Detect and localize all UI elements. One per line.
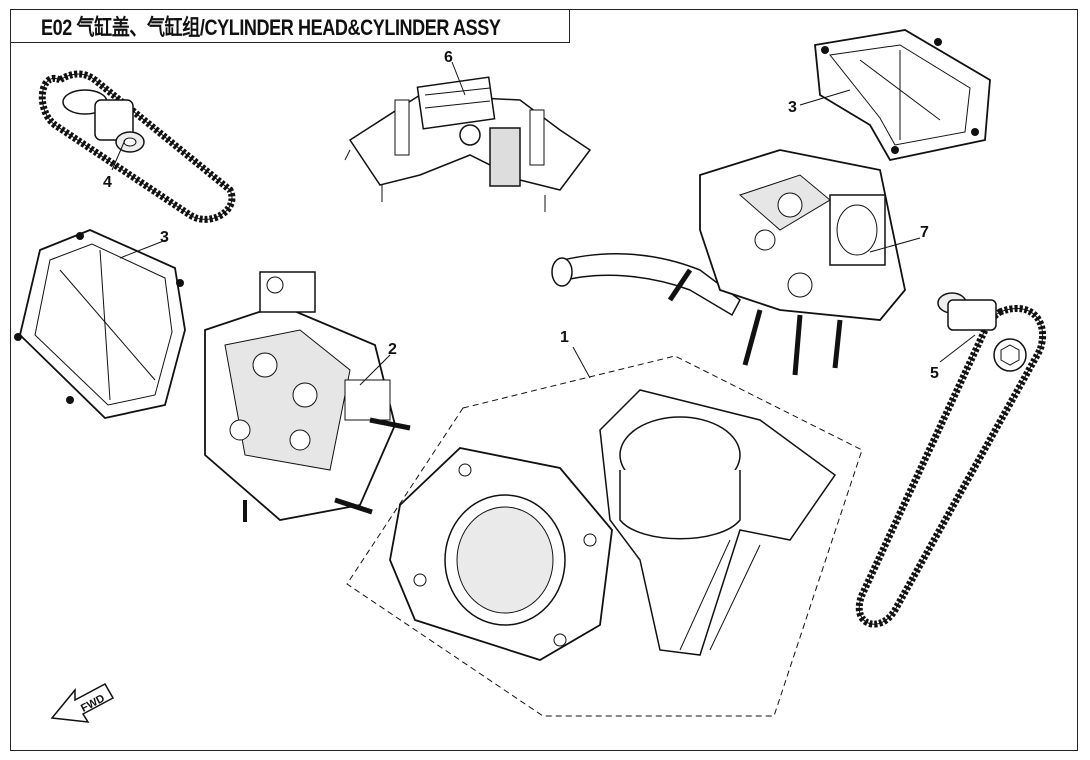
part-6-intake-manifold bbox=[344, 76, 592, 212]
callout-leaders bbox=[111, 61, 976, 386]
callout-2: 2 bbox=[388, 341, 397, 358]
callout-6: 6 bbox=[444, 49, 453, 66]
callout-1: 1 bbox=[560, 329, 569, 346]
forward-direction-arrow: FWD bbox=[50, 682, 115, 723]
page-title: E02 气缸盖、气缸组/CYLINDER HEAD&CYLINDER ASSY bbox=[41, 15, 501, 40]
part-4-cam-chain-sprocket bbox=[38, 70, 236, 223]
part-1-cylinder-assembly bbox=[346, 355, 863, 717]
part-3-head-cover-left bbox=[14, 229, 186, 419]
callout-5: 5 bbox=[930, 365, 939, 382]
part-3-head-cover-top bbox=[814, 29, 991, 162]
title-block: E02 气缸盖、气缸组/CYLINDER HEAD&CYLINDER ASSY bbox=[10, 9, 570, 43]
part-5-cam-chain-sprocket bbox=[855, 292, 1047, 628]
part-2-cylinder-head-front bbox=[204, 271, 411, 522]
callout-7: 7 bbox=[920, 224, 929, 241]
callout-4: 4 bbox=[103, 174, 112, 191]
callout-3-top: 3 bbox=[788, 99, 797, 116]
part-7-cylinder-head-rear bbox=[551, 149, 906, 376]
callout-3-left: 3 bbox=[160, 229, 169, 246]
